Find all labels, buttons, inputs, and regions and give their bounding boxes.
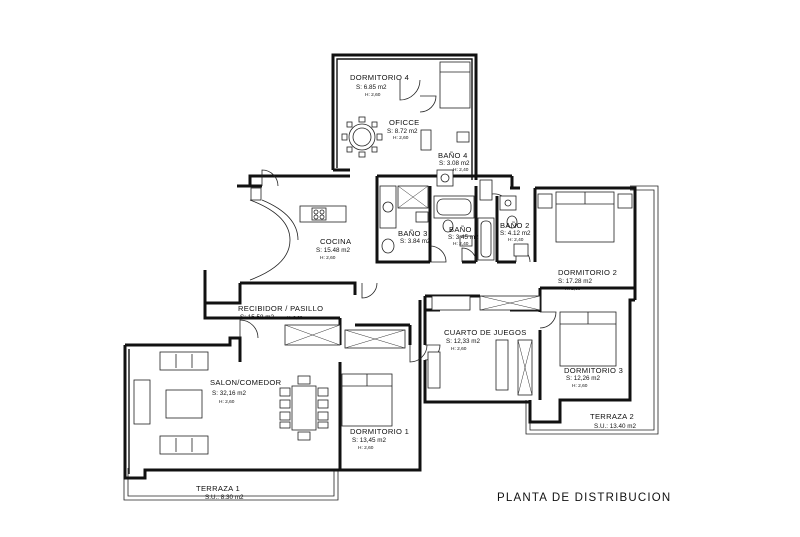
room-label-bano-4: BAÑO 4 S: 3.08 m2 H: 2,40	[438, 151, 470, 173]
room-label-bano-3: BAÑO 3 S: 3.84 m2	[398, 229, 431, 245]
room-label-dormitorio-2: DORMITORIO 2 S: 17.28 m2 H: 2,60	[558, 268, 617, 292]
terraza-1-outline	[123, 468, 339, 501]
plan-title: PLANTA DE DISTRIBUCION	[497, 492, 671, 504]
room-name: DORMITORIO 3	[564, 366, 623, 375]
cocina-counter	[249, 187, 347, 281]
room-area: S.U.: 8.30 m2	[205, 494, 244, 501]
room-label-oficce: OFICCE S: 8.72 m2 H: 2,60	[387, 118, 420, 141]
salon-furniture	[133, 351, 329, 455]
room-label-dormitorio-3: DORMITORIO 3 S: 12,26 m2 H: 2,60	[564, 366, 623, 389]
bano-fixtures	[433, 195, 475, 247]
room-name: BAÑO 4	[438, 151, 468, 160]
room-area: S: 17.28 m2	[558, 278, 592, 285]
room-name: BAÑO	[449, 225, 472, 234]
room-area: S: 12,26 m2	[566, 375, 600, 382]
room-area: S: 12,33 m2	[446, 338, 480, 345]
room-name: BAÑO 2	[500, 221, 530, 230]
room-label-cuarto-juegos: CUARTO DE JUEGOS S: 12,33 m2 H: 2,60	[444, 328, 527, 352]
room-name: COCINA	[320, 237, 352, 246]
room-name: TERRAZA 2	[590, 412, 634, 421]
room-area: S.U.: 13.40 m2	[594, 423, 636, 430]
room-area: S: 8.72 m2	[387, 128, 418, 135]
bed-dormitorio-1	[341, 373, 393, 427]
room-area: S: 3.84 m2	[400, 238, 431, 245]
room-area: S: 15.58 m2	[240, 314, 274, 321]
room-height: H: 2,60	[219, 399, 235, 405]
room-height: H: 2,40	[453, 241, 469, 247]
room-height: H: 2,40	[453, 167, 469, 173]
room-name: OFICCE	[389, 118, 420, 127]
room-height: H: 2,60	[358, 445, 374, 451]
bano-2-fixtures	[477, 195, 529, 261]
room-height: H: 2,60	[565, 286, 581, 292]
room-label-cocina: COCINA S: 15.48 m2 H: 2,60	[316, 237, 352, 261]
room-label-salon: SALON/COMEDOR S: 32,16 m2 H: 2,60	[210, 378, 282, 405]
room-area: S: 6.85 m2	[356, 84, 387, 91]
oficce-table	[341, 116, 383, 158]
room-label-terraza-2: TERRAZA 2 S.U.: 13.40 m2	[590, 412, 636, 430]
room-name: CUARTO DE JUEGOS	[444, 328, 527, 337]
room-height: H: 2,40	[508, 237, 524, 243]
room-label-dormitorio-4: DORMITORIO 4 S: 6.85 m2 H: 2,60	[350, 73, 409, 98]
room-name: RECIBIDOR / PASILLO	[238, 304, 323, 313]
room-label-bano-2: BAÑO 2 S: 4.12 m2 H: 2,40	[500, 221, 531, 243]
room-label-recibidor: RECIBIDOR / PASILLO S: 15.58 m2 H: 2,60	[238, 304, 323, 321]
room-area: S: 3.45 m2	[448, 234, 479, 241]
room-area: S: 13,45 m2	[352, 437, 386, 444]
room-name: DORMITORIO 2	[558, 268, 617, 277]
room-height: H: 2,60	[451, 346, 467, 352]
room-height: H: 2,60	[393, 135, 409, 141]
bano-3-fixtures	[379, 185, 429, 254]
bed-dormitorio-2	[537, 191, 633, 243]
room-label-bano: BAÑO S: 3.45 m2 H: 2,40	[448, 225, 479, 247]
bano-4-fixtures	[420, 129, 470, 187]
room-height: H: 2,60	[287, 315, 303, 321]
room-name: SALON/COMEDOR	[210, 378, 282, 387]
room-name: TERRAZA 1	[196, 484, 240, 493]
room-area: S: 32,16 m2	[212, 390, 246, 397]
room-name: DORMITORIO 4	[350, 73, 409, 82]
bed-dormitorio-3	[559, 311, 617, 367]
room-name: BAÑO 3	[398, 229, 428, 238]
wardrobes	[284, 179, 541, 396]
room-name: DORMITORIO 1	[350, 427, 409, 436]
bed-dormitorio-4	[439, 61, 471, 109]
room-height: H: 2,60	[320, 255, 336, 261]
cuarto-juegos-furniture	[427, 339, 509, 391]
room-area: S: 15.48 m2	[316, 247, 350, 254]
room-area: S: 3.08 m2	[439, 160, 470, 167]
room-label-dormitorio-1: DORMITORIO 1 S: 13,45 m2 H: 2,60	[350, 427, 409, 451]
room-height: H: 2,60	[572, 383, 588, 389]
room-height: H: 2,60	[365, 92, 381, 98]
room-label-terraza-1: TERRAZA 1 S.U.: 8.30 m2	[196, 484, 244, 501]
room-area: S: 4.12 m2	[500, 230, 531, 237]
